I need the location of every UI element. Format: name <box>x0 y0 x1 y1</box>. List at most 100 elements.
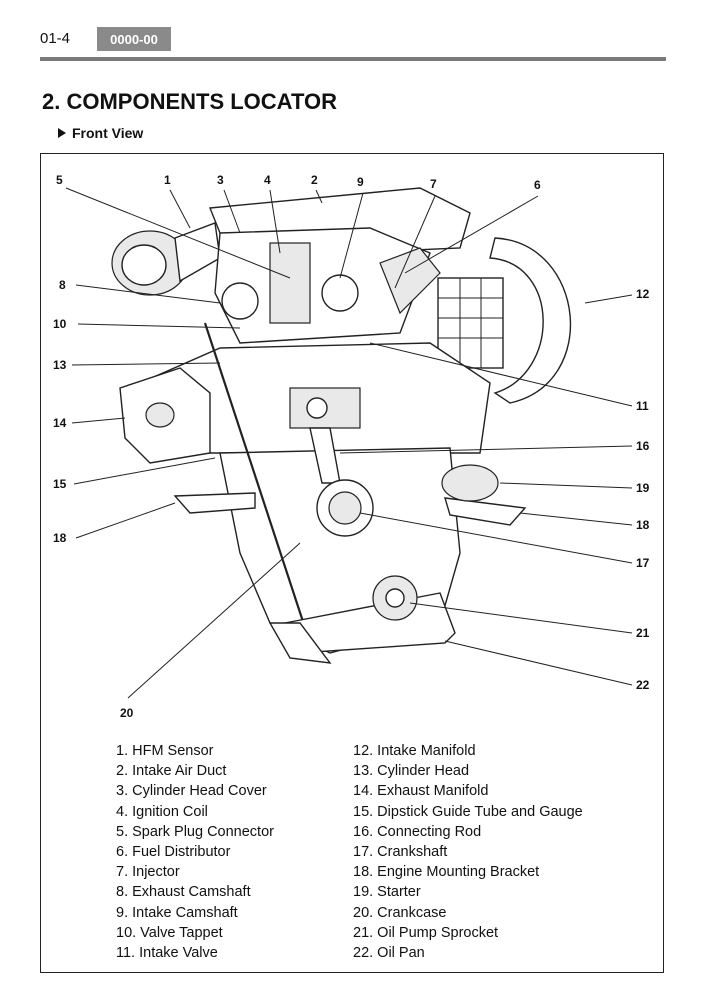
legend-item: 3. Cylinder Head Cover <box>116 783 267 800</box>
subtitle-text: Front View <box>72 125 144 141</box>
leader-22 <box>444 640 633 686</box>
leader-18-right <box>519 512 633 526</box>
callout-17: 17 <box>636 556 650 570</box>
intake-plenum-box <box>437 277 504 369</box>
legend-item: 2. Intake Air Duct <box>116 763 227 780</box>
legend-left-column: 1. HFM Sensor 2. Intake Air Duct 3. Cyli… <box>116 741 274 963</box>
legend-item: 22. Oil Pan <box>353 945 425 962</box>
mounting-bracket-right <box>444 497 527 526</box>
page-number: 01-4 <box>40 30 71 47</box>
callout-18-right: 18 <box>636 518 650 532</box>
leader-17 <box>359 512 633 564</box>
callout-21: 21 <box>636 626 650 640</box>
leader-7 <box>394 195 436 289</box>
legend-item: 13. Cylinder Head <box>353 763 470 780</box>
callout-10: 10 <box>53 317 67 331</box>
leader-18-left <box>75 502 176 539</box>
legend-item: 17. Crankshaft <box>353 844 448 861</box>
leader-12 <box>584 294 633 304</box>
callout-18-left: 18 <box>53 531 67 545</box>
leader-9 <box>339 192 364 279</box>
leader-10 <box>77 323 241 329</box>
dipstick-tube <box>203 322 312 644</box>
page-title: 2. COMPONENTS LOCATOR <box>42 89 337 114</box>
callout-11: 11 <box>636 399 649 413</box>
callout-7: 7 <box>430 177 437 191</box>
callout-1: 1 <box>164 173 171 187</box>
legend-item: 14. Exhaust Manifold <box>353 783 489 800</box>
fuel-distributor-shape <box>379 247 441 315</box>
legend-item: 19. Starter <box>353 884 421 901</box>
callout-22: 22 <box>636 678 650 692</box>
leader-4 <box>269 189 281 254</box>
callout-4: 4 <box>264 173 271 187</box>
legend-item: 9. Intake Camshaft <box>116 904 238 921</box>
sprocket-hub <box>385 588 405 608</box>
legend-item: 12. Intake Manifold <box>353 743 476 759</box>
leader-20 <box>127 542 301 699</box>
callout-6: 6 <box>534 178 541 192</box>
leader-15 <box>73 457 216 485</box>
callout-8: 8 <box>59 278 66 292</box>
leader-5 <box>65 187 291 279</box>
leader-2 <box>315 189 323 204</box>
intake-manifold-shape <box>489 237 572 404</box>
callout-13: 13 <box>53 358 67 372</box>
legend-item: 7. Injector <box>116 864 180 881</box>
legend-item: 10. Valve Tappet <box>116 924 223 941</box>
legend-right-column: 12. Intake Manifold 13. Cylinder Head 14… <box>353 741 583 963</box>
mounting-bracket-left <box>173 492 256 514</box>
leader-lines <box>65 187 633 699</box>
legend-item: 20. Crankcase <box>353 904 447 921</box>
legend-item: 15. Dipstick Guide Tube and Gauge <box>353 803 583 820</box>
legend-item: 1. HFM Sensor <box>116 743 214 759</box>
diagram-frame <box>40 153 664 973</box>
legend-item: 8. Exhaust Camshaft <box>116 884 251 901</box>
section-code-badge: 0000-00 <box>97 27 171 51</box>
starter-shape <box>441 464 499 502</box>
leader-8 <box>75 284 221 304</box>
callout-16: 16 <box>636 439 650 453</box>
leader-6 <box>404 195 539 274</box>
callout-3: 3 <box>217 173 224 187</box>
leader-1 <box>169 189 191 229</box>
callout-5: 5 <box>56 173 63 187</box>
legend-item: 11. Intake Valve <box>116 945 218 962</box>
piston-pin <box>306 397 328 419</box>
callout-20: 20 <box>120 706 134 720</box>
callout-2: 2 <box>311 173 318 187</box>
legend-item: 4. Ignition Coil <box>116 803 208 820</box>
leader-16 <box>339 445 633 454</box>
leader-13 <box>71 362 221 366</box>
legend-item: 18. Engine Mounting Bracket <box>353 864 540 881</box>
ignition-coil-shape <box>269 242 311 324</box>
leader-21 <box>409 602 633 634</box>
header-rule <box>40 57 666 61</box>
leader-11 <box>369 342 633 407</box>
legend-item: 16. Connecting Rod <box>353 823 482 840</box>
plenum-grid <box>438 278 503 368</box>
callout-14: 14 <box>53 416 67 430</box>
legend-item: 6. Fuel Distributor <box>116 844 231 861</box>
leader-3 <box>223 189 241 234</box>
callout-12: 12 <box>636 287 650 301</box>
callout-15: 15 <box>53 477 67 491</box>
legend-item: 5. Spark Plug Connector <box>116 823 274 840</box>
hfm-sensor-opening <box>121 244 167 286</box>
crankshaft-center <box>328 491 362 525</box>
hfm-connector <box>174 222 221 283</box>
callout-19: 19 <box>636 481 650 495</box>
callout-labels: 5 1 3 4 2 9 7 6 12 8 10 13 14 15 18 11 1… <box>53 173 650 720</box>
leader-14 <box>71 417 126 424</box>
exhaust-port <box>145 402 175 428</box>
section-subtitle: Front View <box>58 125 143 141</box>
callout-9: 9 <box>357 175 364 189</box>
engine-illustration <box>111 187 572 664</box>
exhaust-camshaft-shape <box>221 282 259 320</box>
triangle-bullet-icon <box>58 128 66 138</box>
intake-camshaft-shape <box>321 274 359 312</box>
crankcase-lower <box>268 622 332 664</box>
cylinder-head-cover-shape <box>214 227 431 344</box>
legend-item: 21. Oil Pump Sprocket <box>353 924 499 941</box>
leader-19 <box>499 482 633 489</box>
